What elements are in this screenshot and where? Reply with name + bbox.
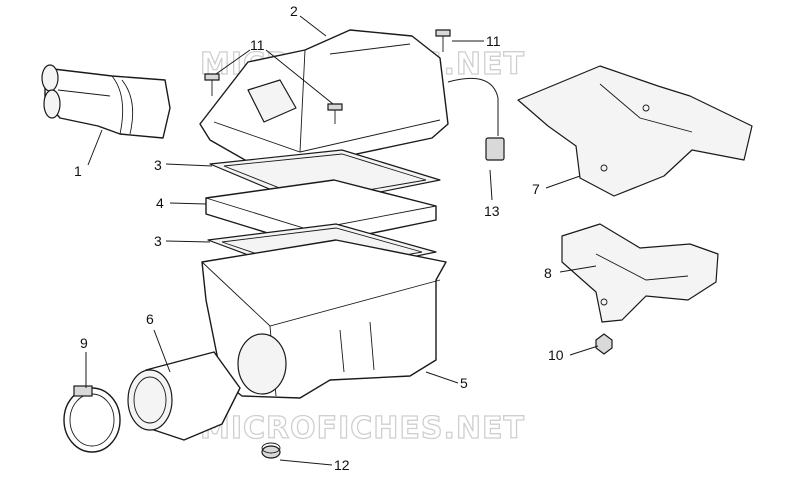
watermark-bottom: MICROFICHES.NET	[200, 411, 525, 446]
callout-11-left: 11	[250, 37, 265, 53]
leader-lines	[85, 15, 599, 466]
intake-duct	[41, 64, 171, 139]
callout-1: 1	[74, 163, 82, 179]
nut	[595, 333, 613, 355]
drain-grommet	[261, 442, 281, 459]
callout-11-right: 11	[486, 33, 501, 49]
screw-right	[435, 29, 451, 52]
mounting-plate	[561, 223, 719, 323]
filter-housing	[201, 239, 447, 399]
callout-4: 4	[156, 195, 164, 211]
screw-left	[204, 73, 220, 96]
callout-8: 8	[544, 265, 552, 281]
callout-3-lower: 3	[154, 233, 162, 249]
callout-5: 5	[460, 375, 468, 391]
callout-7: 7	[532, 181, 540, 197]
callout-3-upper: 3	[154, 157, 162, 173]
callout-10: 10	[548, 347, 564, 363]
screw-center	[327, 103, 343, 124]
callout-9: 9	[80, 335, 88, 351]
callout-13: 13	[484, 203, 500, 219]
intake-boot	[127, 351, 241, 441]
heat-shield	[517, 65, 753, 197]
callout-12: 12	[334, 457, 350, 473]
hose-clamp	[63, 385, 121, 453]
callout-2: 2	[290, 3, 298, 19]
callout-6: 6	[146, 311, 154, 327]
sensor-wire	[447, 77, 505, 161]
